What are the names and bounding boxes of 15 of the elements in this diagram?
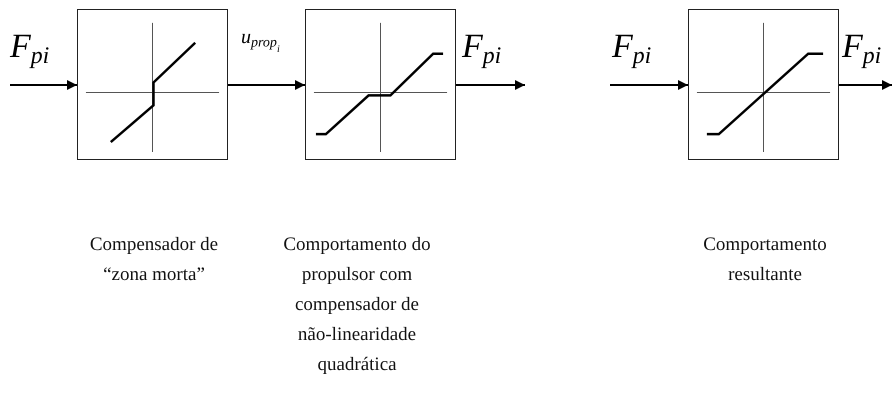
signal-label: F$_{pi}$ bbox=[612, 30, 652, 69]
caption: Comportamento do propulsor com compensador de não-linearidade quadrática bbox=[282, 233, 432, 377]
caption: Compensador de “zona morta” bbox=[88, 233, 220, 287]
arrow bbox=[456, 80, 525, 90]
graph-box bbox=[688, 9, 839, 160]
arrow bbox=[228, 80, 305, 90]
signal-label: F$_{pi}$ bbox=[462, 30, 502, 69]
caption: Comportamento resultante bbox=[702, 233, 828, 287]
signal-label: F$_{pi}$ bbox=[842, 30, 882, 69]
arrow bbox=[610, 80, 688, 90]
arrow bbox=[839, 80, 892, 90]
signal-label: F$_{pi}$ bbox=[10, 30, 50, 69]
arrow bbox=[10, 80, 77, 90]
graph-box bbox=[77, 9, 228, 160]
graph-box bbox=[305, 9, 456, 160]
